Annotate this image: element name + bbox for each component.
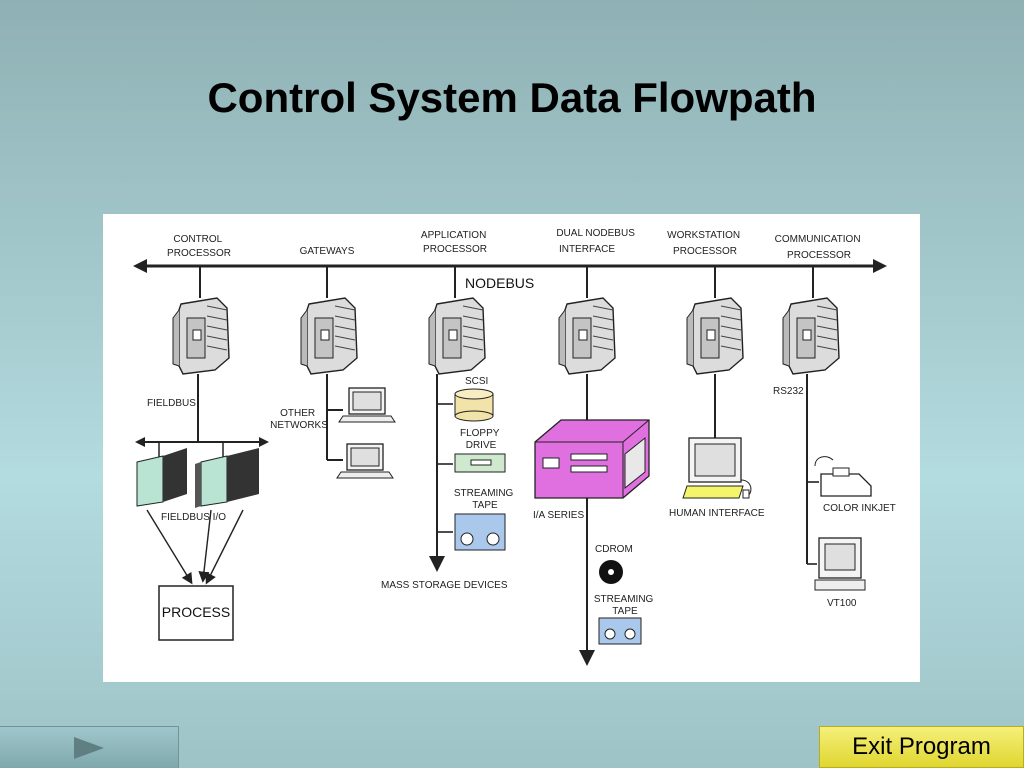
nodebus-label: NODEBUS bbox=[465, 275, 534, 291]
next-slide-button[interactable] bbox=[0, 726, 179, 768]
nodebus bbox=[133, 259, 887, 273]
process-box bbox=[158, 585, 234, 641]
dual-nodebus-label: DUAL NODEBUS INTERFACE bbox=[556, 228, 637, 255]
communication-processor-label: COMMUNICATION PROCESSOR bbox=[775, 234, 864, 261]
communication-processor-module bbox=[782, 297, 840, 375]
workstation-processor-label: WORKSTATION PROCESSOR bbox=[667, 230, 743, 257]
streaming-tape-1 bbox=[454, 513, 506, 551]
control-processor-module bbox=[172, 297, 230, 375]
ia-series-label: I/A SERIES bbox=[533, 510, 584, 521]
cdrom-disc bbox=[599, 560, 623, 584]
process-label: PROCESS bbox=[162, 604, 230, 620]
slide-title: Control System Data Flowpath bbox=[207, 74, 817, 121]
application-processor-module bbox=[428, 297, 486, 375]
vt100-label: VT100 bbox=[827, 598, 857, 609]
application-processor-label: APPLICATION PROCESSOR bbox=[421, 230, 489, 255]
human-interface-terminal bbox=[682, 437, 752, 499]
streaming-tape-label-1: STREAMING TAPE bbox=[454, 488, 516, 511]
rs232-label: RS232 bbox=[773, 386, 804, 397]
exit-program-button[interactable]: Exit Program bbox=[819, 726, 1024, 768]
floppy-drive bbox=[454, 453, 506, 473]
flowpath-diagram: NODEBUS CONTROL PROCESSOR GATEWAYS APPLI… bbox=[133, 228, 896, 666]
streaming-tape-label-2: STREAMING TAPE bbox=[594, 594, 656, 617]
dual-nodebus-interface-module bbox=[558, 297, 616, 375]
gateway-pc-bottom bbox=[336, 443, 394, 479]
diagram-panel: NODEBUS CONTROL PROCESSOR GATEWAYS APPLI… bbox=[103, 214, 920, 682]
scsi-disk bbox=[454, 388, 494, 422]
other-networks-label: OTHER NETWORKS bbox=[270, 408, 328, 431]
color-inkjet-label: COLOR INKJET bbox=[823, 503, 896, 514]
fieldbus-line bbox=[135, 437, 269, 458]
color-inkjet-printer bbox=[814, 456, 872, 497]
cdrom-label: CDROM bbox=[595, 544, 633, 555]
fieldbus-label: FIELDBUS bbox=[147, 398, 196, 409]
fieldbus-io-label: FIELDBUS I/O bbox=[161, 512, 226, 523]
right-arrow-icon bbox=[74, 737, 104, 759]
gateway-pc-top bbox=[338, 387, 396, 423]
mass-storage-label: MASS STORAGE DEVICES bbox=[381, 580, 508, 591]
gateways-label: GATEWAYS bbox=[300, 246, 355, 257]
gateway-module bbox=[300, 297, 358, 375]
scsi-label: SCSI bbox=[465, 376, 488, 387]
vt100-terminal bbox=[814, 537, 866, 591]
control-processor-label: CONTROL PROCESSOR bbox=[167, 234, 231, 259]
floppy-label: FLOPPY DRIVE bbox=[460, 428, 502, 451]
ia-series-cabinet bbox=[534, 419, 650, 499]
streaming-tape-2 bbox=[598, 617, 642, 645]
workstation-processor-module bbox=[686, 297, 744, 375]
human-interface-label: HUMAN INTERFACE bbox=[669, 508, 765, 519]
fieldbus-io-cards bbox=[136, 448, 259, 508]
